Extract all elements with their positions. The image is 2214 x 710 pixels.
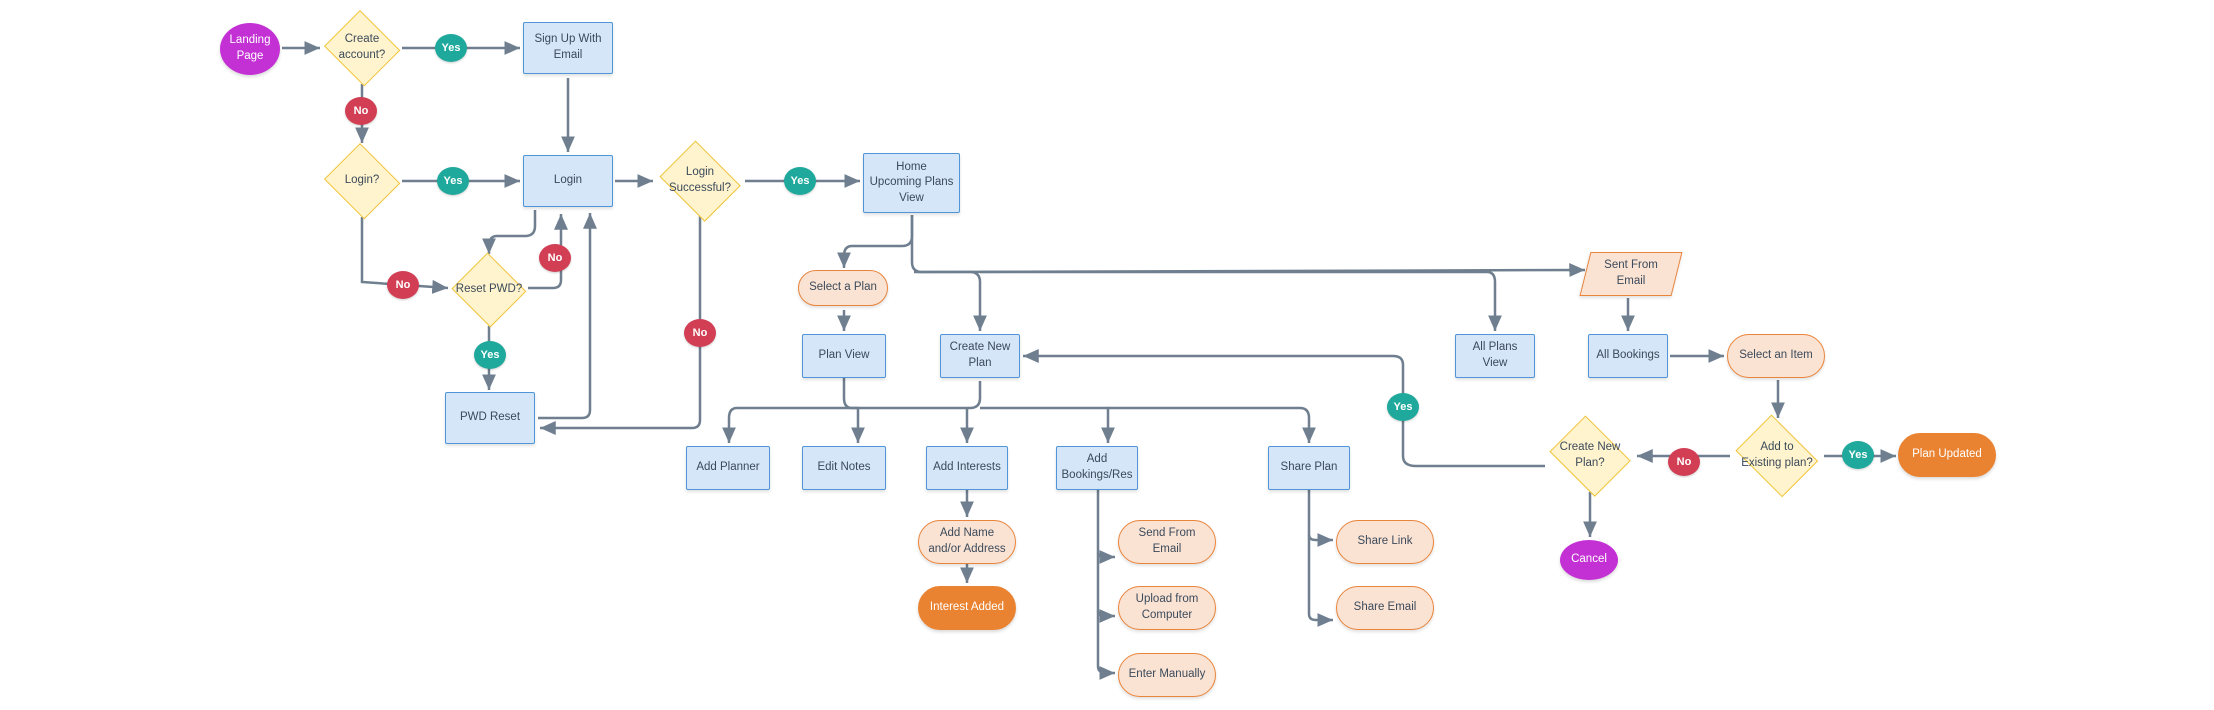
no-badge: No: [684, 319, 716, 347]
node-send-from-email: Send From Email: [1118, 520, 1216, 564]
node-label: Login Successful?: [668, 166, 731, 194]
node-select-plan: Select a Plan: [798, 270, 888, 306]
connector-arrow: [482, 210, 537, 254]
node-label: Home Upcoming Plans View: [869, 160, 954, 204]
node-label: Landing Page: [229, 34, 271, 62]
node-label: Add to Existing plan?: [1741, 441, 1813, 469]
yes-badge: Yes: [784, 167, 816, 195]
connector-arrow: [1096, 609, 1115, 623]
node-select-item: Select an Item: [1727, 334, 1825, 378]
node-add-name: Add Name and/or Address: [918, 520, 1016, 564]
no-badge: No: [539, 244, 571, 272]
connector-arrow: [980, 406, 1115, 443]
connector-arrow: [1307, 533, 1333, 547]
node-pwd-reset: PWD Reset: [445, 392, 535, 444]
node-plan-updated: Plan Updated: [1898, 433, 1996, 477]
node-label: Share Email: [1353, 601, 1417, 614]
node-share-plan: Share Plan: [1268, 446, 1350, 490]
connector-arrow: [837, 215, 914, 268]
no-badge: No: [1668, 448, 1700, 476]
node-home: Home Upcoming Plans View: [863, 153, 960, 213]
node-add-planner: Add Planner: [686, 446, 770, 490]
node-label: Add Interests: [933, 461, 1001, 474]
node-label: Interest Added: [929, 601, 1005, 614]
yes-badge: Yes: [435, 34, 467, 62]
connector-arrow: [980, 270, 1502, 331]
node-login-success: Login Successful?: [655, 145, 745, 217]
connector-arrow: [842, 378, 865, 443]
node-label: Enter Manually: [1128, 668, 1206, 681]
node-label: Create New Plan?: [1559, 441, 1621, 469]
yes-badge: Yes: [1842, 441, 1874, 469]
node-cancel: Cancel: [1560, 540, 1618, 580]
node-label: Add Planner: [696, 461, 760, 474]
connector-arrow: [910, 215, 1586, 278]
node-label: Login?: [344, 174, 380, 187]
connector-arrow: [538, 213, 597, 420]
node-label: Create account?: [338, 33, 386, 61]
node-enter-manually: Enter Manually: [1118, 653, 1216, 697]
node-create-new-q: Create New Plan?: [1545, 420, 1635, 492]
node-landing: Landing Page: [220, 23, 280, 75]
node-label: Create New Plan: [949, 341, 1011, 369]
node-reset-pwd: Reset PWD?: [450, 254, 528, 326]
connector-arrow: [1096, 490, 1115, 680]
no-badge: No: [345, 97, 377, 125]
node-label: Share Link: [1357, 535, 1413, 548]
node-label: Sent From Email: [1604, 259, 1658, 287]
node-label: Edit Notes: [817, 461, 871, 474]
node-label: Reset PWD?: [455, 283, 523, 296]
node-label: Login: [553, 174, 583, 187]
connector-arrow: [540, 216, 702, 435]
node-label: Select a Plan: [809, 281, 877, 294]
node-label: Select an Item: [1739, 349, 1813, 362]
node-share-link: Share Link: [1336, 520, 1434, 564]
node-label: Add Name and/or Address: [928, 527, 1006, 555]
node-label: All Plans View: [1472, 341, 1518, 369]
node-add-bookings: Add Bookings/Res: [1056, 446, 1138, 490]
node-login-q: Login?: [322, 145, 402, 217]
node-plan-view: Plan View: [802, 334, 886, 378]
node-create-plan: Create New Plan: [940, 334, 1020, 378]
node-label: All Bookings: [1596, 349, 1660, 362]
node-label: Send From Email: [1138, 527, 1196, 555]
yes-badge: Yes: [474, 341, 506, 369]
connector-arrow: [360, 217, 449, 294]
node-edit-notes: Edit Notes: [802, 446, 886, 490]
node-sent-email: Sent From Email: [1585, 252, 1677, 296]
node-all-plans: All Plans View: [1455, 334, 1535, 378]
node-login: Login: [523, 155, 613, 207]
node-label: Sign Up With Email: [534, 33, 602, 61]
connector-arrow: [722, 381, 982, 443]
connector-arrow: [914, 270, 987, 331]
node-add-existing: Add to Existing plan?: [1730, 420, 1824, 492]
connector-arrow: [1108, 406, 1316, 443]
node-label: Plan View: [818, 349, 870, 362]
node-label: Share Plan: [1280, 461, 1338, 474]
node-label: PWD Reset: [459, 411, 521, 424]
node-all-bookings: All Bookings: [1588, 334, 1668, 378]
node-upload-computer: Upload from Computer: [1118, 586, 1216, 630]
connector-arrow: [1096, 550, 1115, 564]
node-share-email: Share Email: [1336, 586, 1434, 630]
connector-arrow: [1307, 490, 1333, 627]
node-create-account: Create account?: [322, 12, 402, 84]
node-label: Upload from Computer: [1135, 593, 1199, 621]
node-signup: Sign Up With Email: [523, 22, 613, 74]
node-label: Cancel: [1571, 553, 1607, 566]
yes-badge: Yes: [1387, 393, 1419, 421]
node-add-interests: Add Interests: [926, 446, 1008, 490]
node-interest-added: Interest Added: [918, 586, 1016, 630]
yes-badge: Yes: [437, 167, 469, 195]
node-label: Add Bookings/Res: [1061, 453, 1133, 481]
no-badge: No: [387, 271, 419, 299]
connector-arrow: [528, 214, 568, 290]
node-label: Plan Updated: [1912, 448, 1982, 461]
